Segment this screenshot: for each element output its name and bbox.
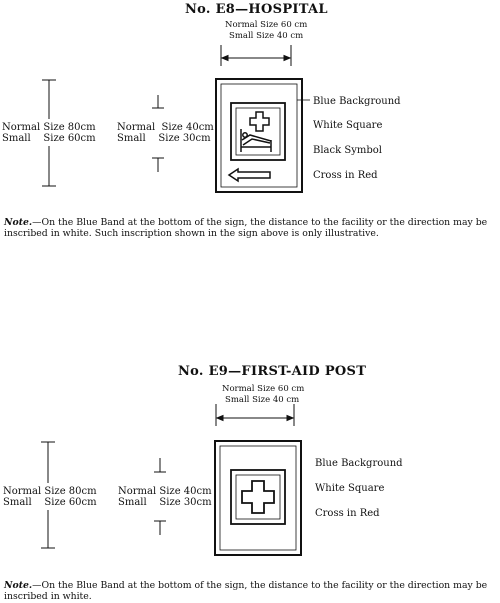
sign-e9-label-blue-background: Blue Background: [315, 458, 403, 469]
sign-e8-red-cross: [249, 111, 270, 132]
sign-e9-outer-height-normal: Normal Size 80cm: [3, 486, 97, 497]
sign-e8-width-small: Small Size 40 cm: [229, 31, 304, 41]
sign-e8-label-white-square: White Square: [313, 120, 383, 131]
sign-e9-red-cross: [241, 480, 275, 514]
sign-e9-label-white-square: White Square: [315, 483, 385, 494]
sign-e8-inner-height-small: Small Size 30cm: [117, 133, 211, 144]
sign-e8-title: No. E8—HOSPITAL: [185, 2, 328, 17]
sign-e8-blue-background: [220, 83, 298, 188]
sign-e9-inner-height-normal: Normal Size 40cm: [118, 486, 212, 497]
sign-e8-outer-height-small: Small Size 60cm: [2, 133, 96, 144]
sign-e8-note-text: —On the Blue Band at the bottom of the s…: [4, 217, 488, 239]
sign-e9-outer-height-small: Small Size 60cm: [3, 497, 97, 508]
sign-e8-label-cross-in-red: Cross in Red: [313, 170, 378, 181]
sign-e8-inner-height-normal: Normal Size 40cm: [117, 122, 214, 133]
sign-e9-width-dimension: [215, 404, 295, 426]
sign-e9-title: No. E9—FIRST-AID POST: [178, 364, 367, 379]
sign-e8-width-normal: Normal Size 60 cm: [225, 20, 308, 30]
sign-e8-outer-height-normal: Normal Size 80cm: [2, 122, 96, 133]
sign-e9-inner-height-dimension: [154, 458, 166, 535]
sign-e8-width-dimension: [220, 45, 292, 66]
sign-e8-white-square: [230, 102, 286, 161]
sign-e9-note-lead: Note.: [4, 580, 33, 591]
sign-e8-label-blue-background: Blue Background: [313, 96, 401, 107]
sign-e9-width-small: Small Size 40 cm: [225, 395, 300, 405]
sign-e9-white-square: [230, 469, 286, 525]
sign-e8-outer-height-dimension: [42, 79, 56, 187]
sign-e9-outer-height-dimension: [41, 441, 55, 549]
sign-e9-inner-height-small: Small Size 30cm: [118, 497, 212, 508]
sign-e9-label-cross-in-red: Cross in Red: [315, 508, 380, 519]
sign-e8-outer-border: [215, 78, 303, 193]
sign-e8-inner-height-dimension: [152, 95, 164, 172]
arrow-left-icon: [227, 167, 271, 183]
bed-icon: [240, 129, 272, 152]
sign-e9-note-text: —On the Blue Band at the bottom of the s…: [4, 580, 488, 602]
sign-e9-blue-background: [219, 445, 297, 551]
sign-e8-note: Note.—On the Blue Band at the bottom of …: [4, 217, 494, 239]
sign-e8-label-black-symbol: Black Symbol: [313, 145, 382, 156]
sign-e8-note-lead: Note.: [4, 217, 33, 228]
sign-e9-note: Note.—On the Blue Band at the bottom of …: [4, 580, 498, 602]
sign-e9-outer-border: [214, 440, 302, 556]
sign-e9-width-normal: Normal Size 60 cm: [222, 384, 305, 394]
sign-e9-inner-square: [235, 474, 281, 520]
sign-e8-inner-square: [235, 107, 281, 156]
